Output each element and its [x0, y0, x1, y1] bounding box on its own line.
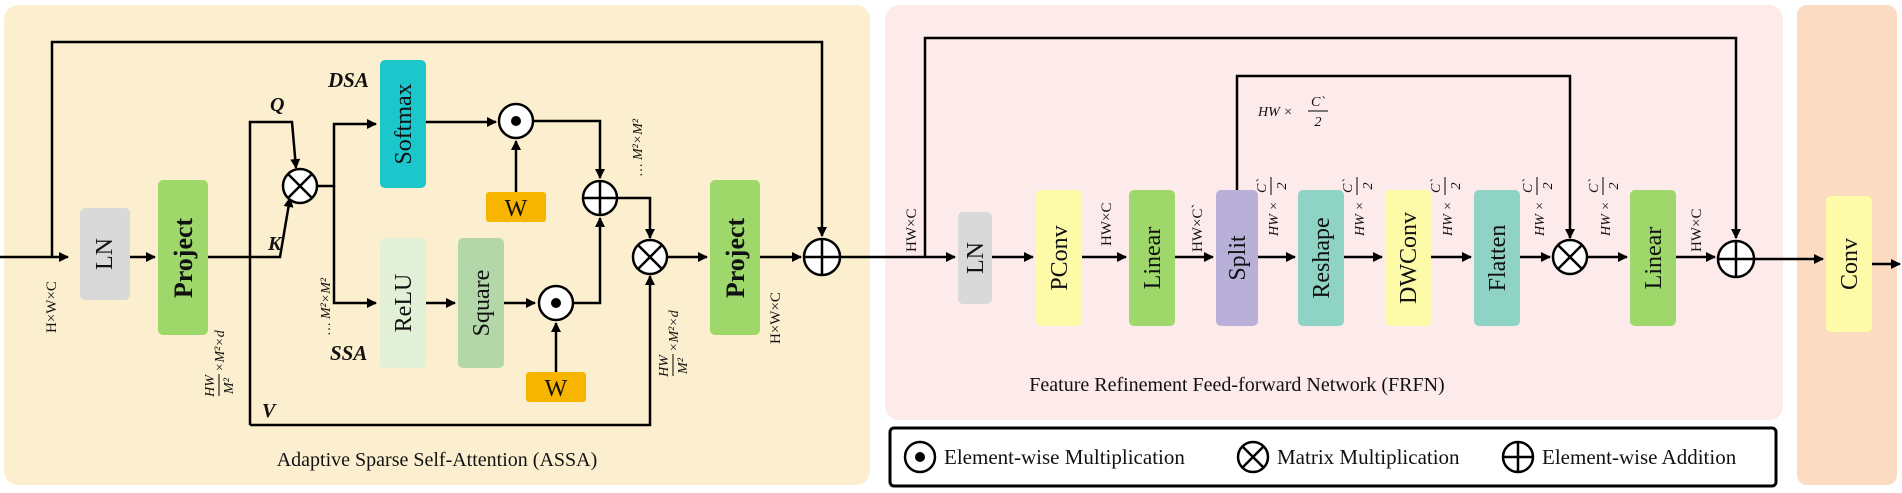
q-label: Q — [270, 94, 284, 116]
square-block — [458, 238, 504, 368]
frfn-dim-matmul: HW × C` 2 — [1587, 177, 1622, 237]
square-label: Square — [469, 270, 495, 337]
legend-matrix-mul-label: Matrix Multiplication — [1277, 445, 1460, 469]
w-top-block — [486, 192, 546, 222]
svg-text:HW: HW — [657, 354, 672, 378]
svg-text:2: 2 — [1449, 183, 1464, 190]
frfn-dim-split: HW × C` 2 — [1255, 177, 1290, 237]
relu-block — [380, 238, 426, 368]
frfn-dim-linear2: HW×C — [1689, 209, 1705, 252]
conv-block — [1826, 196, 1872, 332]
pconv-block — [1036, 190, 1082, 326]
frfn-ln-label: LN — [963, 242, 989, 274]
frfn-dim-flatten: HW × C` 2 — [1521, 177, 1556, 237]
svg-text:2: 2 — [1541, 183, 1556, 190]
svg-text:C`: C` — [1521, 179, 1536, 193]
legend-elementwise-add-label: Element-wise Addition — [1542, 445, 1737, 469]
linear2-label: Linear — [1641, 227, 1667, 290]
dwconv-label: DWConv — [1396, 212, 1422, 304]
assa-dim-merge: HW M² ×M²×d — [657, 309, 691, 378]
flatten-block — [1474, 190, 1520, 326]
frfn-dim-reshape: HW × C` 2 — [1341, 177, 1376, 237]
assa-residual-add-icon — [802, 237, 842, 277]
assa-dim-attn-mat: … M²×M² — [319, 277, 334, 335]
softmax-block — [380, 60, 426, 188]
svg-text:2: 2 — [1607, 183, 1622, 190]
assa-matmul-v-icon — [631, 238, 669, 276]
softmax-label: Softmax — [391, 83, 417, 164]
frfn-caption: Feature Refinement Feed-forward Network … — [1029, 374, 1444, 396]
split-label: Split — [1225, 235, 1251, 281]
legend-matrix-mul-icon — [1236, 440, 1270, 474]
svg-text:HW ×: HW × — [1599, 201, 1614, 237]
svg-text:×M²×d: ×M²×d — [667, 309, 682, 352]
ssa-elementwise-mul-icon — [537, 284, 575, 322]
frfn-dim-pconv: HW×C — [1099, 203, 1115, 246]
svg-text:HW ×: HW × — [1441, 201, 1456, 237]
svg-text:C`: C` — [1587, 179, 1602, 193]
assa-project2-block — [710, 180, 760, 335]
w-bottom-label: W — [545, 376, 568, 402]
reshape-block — [1298, 190, 1344, 326]
legend-elementwise-add-icon — [1501, 440, 1535, 474]
dsa-elementwise-mul-icon — [497, 102, 535, 140]
assa-project2-label: Project — [721, 217, 750, 298]
svg-text:C`: C` — [1311, 95, 1325, 110]
dwconv-block — [1385, 190, 1431, 326]
assa-dim-out: H×W×C — [768, 292, 784, 344]
assa-ln-label: LN — [92, 238, 118, 270]
assa-matmul-qk-icon — [281, 167, 319, 205]
assa-caption: Adaptive Sparse Self-Attention (ASSA) — [277, 449, 598, 471]
svg-text:HW ×: HW × — [1353, 201, 1368, 237]
svg-text:M²: M² — [676, 357, 691, 375]
linear1-block — [1129, 190, 1175, 326]
split-block — [1216, 190, 1258, 326]
svg-text:M²: M² — [222, 377, 237, 395]
frfn-dim-linear1: HW×C` — [1190, 204, 1206, 252]
assa-project1-block — [158, 180, 208, 335]
assa-project1-label: Project — [169, 217, 198, 298]
frfn-dim-in: HW×C — [904, 209, 920, 252]
legend-elementwise-mul-label: Element-wise Multiplication — [944, 445, 1185, 469]
svg-text:C`: C` — [1255, 179, 1270, 193]
reshape-label: Reshape — [1309, 217, 1335, 298]
linear1-label: Linear — [1140, 227, 1166, 290]
ssa-label: SSA — [330, 341, 367, 365]
dsa-label: DSA — [327, 68, 369, 92]
frfn-ln-block — [958, 212, 992, 304]
k-label: K — [267, 233, 283, 255]
w-top-label: W — [505, 196, 528, 222]
legend-box — [888, 426, 1778, 488]
svg-text:HW ×: HW × — [1257, 105, 1293, 120]
assa-panel — [4, 5, 870, 485]
frfn-dim-skip: HW × C` 2 — [1257, 95, 1328, 130]
svg-text:×M²×d: ×M²×d — [213, 329, 228, 372]
svg-text:2: 2 — [1275, 183, 1290, 190]
frfn-matmul-icon — [1551, 238, 1589, 276]
w-bottom-block — [526, 372, 586, 402]
relu-label: ReLU — [391, 274, 417, 333]
frfn-residual-add-icon — [1716, 239, 1756, 279]
svg-text:HW ×: HW × — [1267, 201, 1282, 237]
assa-dim-proj: HW M² ×M²×d — [203, 329, 237, 398]
assa-ln-block — [80, 208, 130, 300]
svg-text:C`: C` — [1341, 179, 1356, 193]
svg-text:HW: HW — [203, 374, 218, 398]
conv-label: Conv — [1837, 238, 1863, 290]
assa-dim-ssa-mat: … M²×M² — [631, 118, 646, 176]
svg-text:HW ×: HW × — [1533, 201, 1548, 237]
legend-elementwise-mul-icon — [903, 440, 937, 474]
svg-text:2: 2 — [1315, 115, 1322, 130]
svg-text:C`: C` — [1429, 179, 1444, 193]
pconv-label: PConv — [1047, 225, 1073, 290]
frfn-dim-dwconv: HW × C` 2 — [1429, 177, 1464, 237]
assa-add-icon — [581, 179, 619, 217]
assa-dim-in: H×W×C — [44, 281, 60, 333]
v-label: V — [262, 400, 277, 422]
svg-text:2: 2 — [1361, 183, 1376, 190]
flatten-label: Flatten — [1485, 225, 1511, 292]
linear2-block — [1630, 190, 1676, 326]
